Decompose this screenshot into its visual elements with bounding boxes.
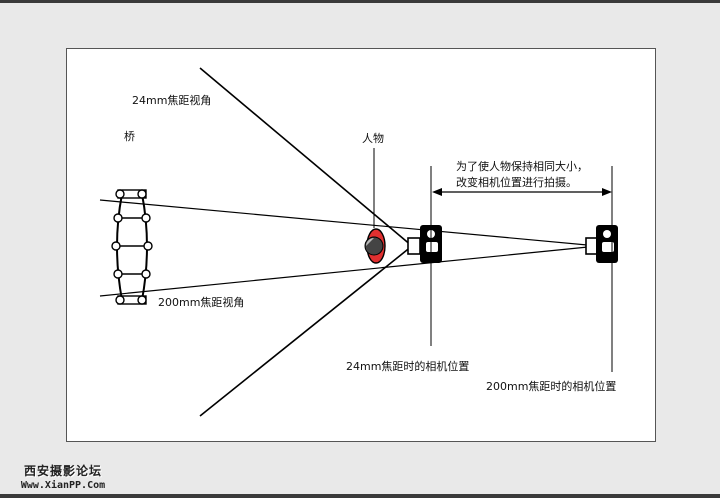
bottom-border: [0, 494, 720, 498]
top-border: [0, 0, 720, 3]
label-bridge: 桥: [124, 130, 135, 143]
label-camera-200mm: 200mm焦距时的相机位置: [486, 379, 616, 393]
watermark-site: Www.XianPP.Com: [20, 480, 106, 491]
label-person: 人物: [362, 131, 384, 145]
person-icon: [364, 228, 386, 264]
diagram-panel: [66, 48, 656, 442]
label-note-line2: 改变相机位置进行拍摄。: [456, 175, 577, 189]
label-note-line1: 为了使人物保持相同大小，: [456, 159, 588, 173]
site-watermark: 西安摄影论坛 Www.XianPP.Com: [8, 462, 118, 491]
camera-200mm-icon: [585, 225, 618, 263]
camera-24mm-icon: [407, 225, 442, 263]
bridge-icon: [111, 189, 153, 305]
fov-200-upper-line: [99, 199, 599, 247]
label-24mm-angle: 24mm焦距视角: [132, 93, 211, 107]
fov-24-upper-line: [199, 67, 413, 247]
distance-arrow: [432, 188, 612, 196]
fov-200-lower-line: [99, 245, 599, 297]
label-camera-24mm: 24mm焦距时的相机位置: [346, 359, 469, 373]
watermark-name: 西安摄影论坛: [23, 464, 102, 478]
label-200mm-angle: 200mm焦距视角: [158, 295, 244, 309]
fov-24-lower-line: [199, 245, 413, 417]
